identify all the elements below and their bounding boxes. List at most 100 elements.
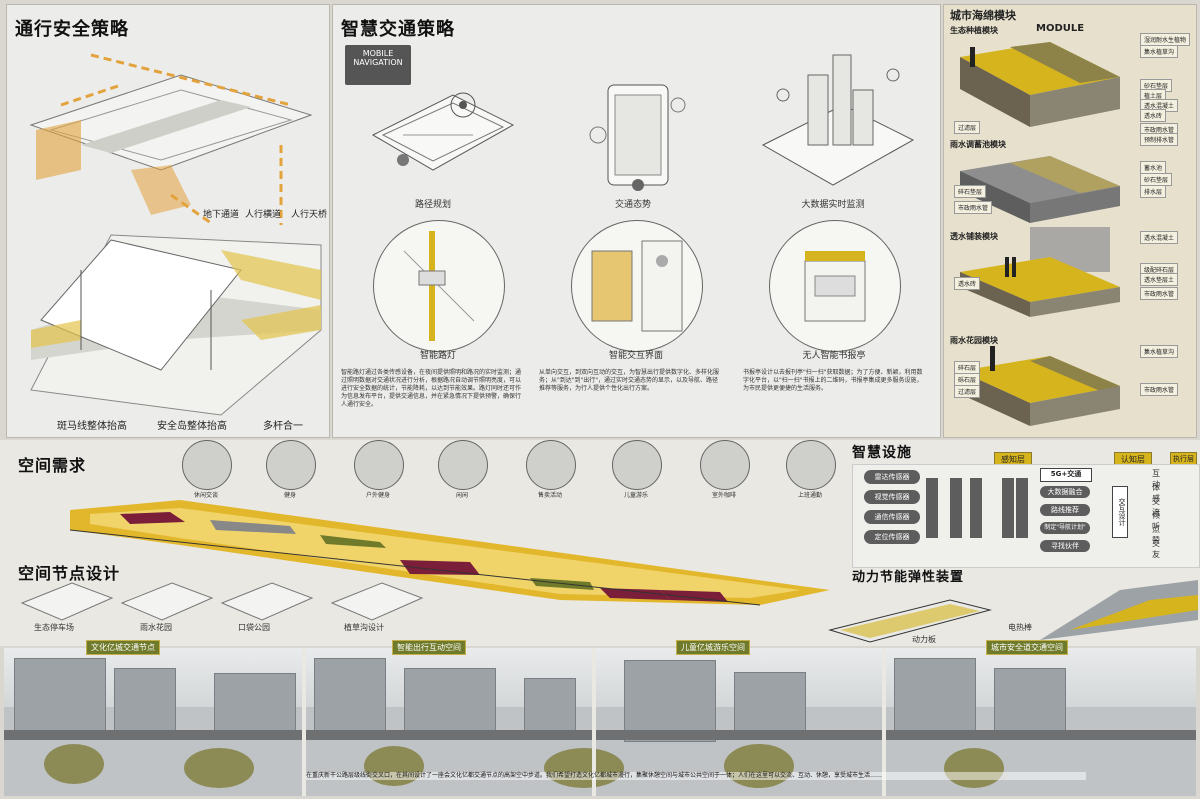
- demand-icon-7: [700, 440, 750, 490]
- band-title-3: 儿童亿城游乐空间: [676, 640, 750, 655]
- demand-label: 售卖活动: [537, 492, 562, 499]
- node-label: 生态停车场: [34, 623, 74, 632]
- module-1-tag: 预制排水管: [1140, 133, 1179, 146]
- caption-route-planning: 路径规划: [414, 200, 451, 210]
- band-dividers: [302, 648, 306, 796]
- module-4-tag: 市政雨水管: [1140, 383, 1179, 396]
- demand-icon-8: [786, 440, 836, 490]
- demand-label: 户外健身: [365, 492, 390, 499]
- sensor-radar: 雷达传感器: [864, 470, 920, 484]
- sensor-vision: 视觉传感器: [864, 490, 920, 504]
- demand-label: 上班通勤: [797, 492, 822, 499]
- demand-icon-6: [612, 440, 662, 490]
- panel-title: 城市海绵模块: [950, 9, 1016, 22]
- process-box: [950, 478, 962, 538]
- band-title-4: 城市安全道交通空间: [986, 640, 1068, 655]
- panel-safety: 通行安全策略 地下通道 人行横道 人行天桥 斑马线整体抬高 安全岛整体抬高 多杆…: [6, 4, 330, 438]
- 5g-box: 5G+交通: [1040, 468, 1092, 482]
- sensor-position: 定位传感器: [864, 530, 920, 544]
- demand-icons: 休闲交谈 健身 户外健身 闲闲 售卖活动 儿童游乐 室外咖啡 上班通勤: [182, 440, 842, 500]
- module-word: MODULE: [1036, 23, 1085, 34]
- node-illustrations: [20, 582, 424, 621]
- demand-label: 休闲交谈: [193, 492, 218, 499]
- interact-box: 交互设计: [1112, 486, 1128, 538]
- caption-newsstand: 无人智能书报亭: [802, 351, 866, 361]
- elastic-label-rod: 电热棒: [1008, 623, 1032, 632]
- crosswalk-illustration: [30, 234, 322, 416]
- module-4-title: 雨水花园模块: [950, 336, 998, 345]
- module-2-block: [960, 156, 1120, 223]
- process-box: [970, 478, 982, 538]
- smart-streetlight-circle: [373, 220, 505, 352]
- module-2-tag: 碎石垫层: [954, 185, 987, 198]
- module-3-title: 透水铺装模块: [950, 232, 998, 241]
- panel-traffic: 智慧交通策略 MOBILE NAVIGATION 路径规划 交通态势 大数据实时…: [332, 4, 941, 438]
- caption-traffic-status: 交通态势: [614, 200, 651, 210]
- band-title-1: 文化亿城交通节点: [86, 640, 160, 655]
- module-4-tag: 集水植草沟: [1140, 345, 1179, 358]
- demand-icon-5: [526, 440, 576, 490]
- module-2-tag: 排水层: [1140, 185, 1167, 198]
- node-label: 植草沟设计: [344, 623, 384, 632]
- smart-interface-circle: [571, 220, 703, 352]
- underground-illustration: [29, 53, 313, 225]
- text-newsstand: 书报亭设计以去报刊亭"扫一扫"获取数据；为了方便、新颖，利用数字化平台，以"扫一…: [743, 369, 923, 393]
- panel-sponge: 城市海绵模块 MODULE 生态种植模块 湿润耐水生植物 集水植草沟 砂石垫层 …: [943, 4, 1197, 438]
- demand-title: 空间需求: [18, 456, 87, 475]
- demand-label: 儿童游乐: [623, 492, 648, 499]
- label-zebra: 斑马线整体抬高: [57, 421, 127, 432]
- label-underpass: 地下通道: [203, 210, 240, 220]
- smart-title: 智慧设施: [852, 445, 912, 461]
- module-2-title: 雨水调蓄池模块: [950, 140, 1006, 149]
- band-title-2: 智能出行互动空间: [392, 640, 466, 655]
- caption-interface: 智能交互界面: [608, 351, 663, 361]
- route-planning-diagram: [371, 92, 515, 171]
- demand-label: 健身: [283, 492, 296, 499]
- newsstand-circle: [769, 220, 901, 352]
- sensor-comm: 通信传感器: [864, 510, 920, 524]
- process-box: [1016, 478, 1028, 538]
- label-skybridge: 人行天桥: [291, 210, 328, 220]
- label-island: 安全岛整体抬高: [157, 421, 227, 432]
- module-1-tag: 过滤层: [954, 121, 981, 134]
- module-3-block: [960, 227, 1120, 317]
- text-streetlight: 智能路灯通过各类传感设备，在夜间提供照明和路况的实时监测；通过照明数据对交通状况…: [341, 369, 522, 409]
- module-1-title: 生态种植模块: [950, 26, 998, 35]
- module-4-tag: 碎石层: [954, 361, 981, 374]
- module-3-tag: 市政雨水管: [1140, 287, 1179, 300]
- elastic-illustration: [828, 580, 1198, 643]
- module-3-tag: 透水混凝土: [1140, 231, 1179, 244]
- panel-title: 智慧交通策略: [341, 19, 455, 40]
- module-1-tag: 透水砖: [1140, 109, 1167, 122]
- elastic-title: 动力节能弹性装置: [852, 570, 965, 585]
- panel-title: 通行安全策略: [15, 19, 129, 40]
- demand-icon-3: [354, 440, 404, 490]
- elastic-label-board: 动力板: [912, 635, 936, 644]
- plan-box: 制定"导航计划": [1040, 522, 1090, 534]
- big-data-diagram: [761, 54, 915, 186]
- demand-icon-1: [182, 440, 232, 490]
- module-3-tag: 透水垫层土: [1140, 273, 1179, 286]
- text-interface: 从单向交互，到双向互动的交互，为智慧出行提供数字化、多样化服务；从"到达"到"出…: [539, 369, 720, 393]
- caption-big-data: 大数据实时监测: [801, 200, 865, 210]
- module-1-block: [960, 42, 1120, 127]
- demand-icon-2: [266, 440, 316, 490]
- module-3-tag: 透水砖: [954, 277, 981, 290]
- bridge-plan: [69, 500, 830, 606]
- module-4-tag: 过滤层: [954, 385, 981, 398]
- process-box: [926, 478, 938, 538]
- process-box: [1002, 478, 1014, 538]
- bigdata-box: 大数据融合: [1040, 486, 1090, 498]
- bottom-caption: 在重庆新干公路层级线街交叉口，在其间设计了一座会文化亿都交通节点的高架空中步道。…: [306, 772, 1086, 781]
- demand-label: 闲闲: [455, 492, 468, 499]
- label-crosswalk: 人行横道: [245, 210, 282, 220]
- route-box: 路线推荐: [1040, 504, 1090, 516]
- caption-streetlight: 智能路灯: [419, 351, 456, 361]
- demand-icon-4: [438, 440, 488, 490]
- partner-box: 寻找伙伴: [1040, 540, 1090, 552]
- overpass: [4, 730, 1196, 740]
- traffic-status-diagram: [589, 84, 686, 191]
- mobile-nav-badge: MOBILE NAVIGATION: [345, 45, 411, 85]
- nodes-title: 空间节点设计: [18, 564, 121, 583]
- label-multipole: 多杆合一: [263, 421, 303, 432]
